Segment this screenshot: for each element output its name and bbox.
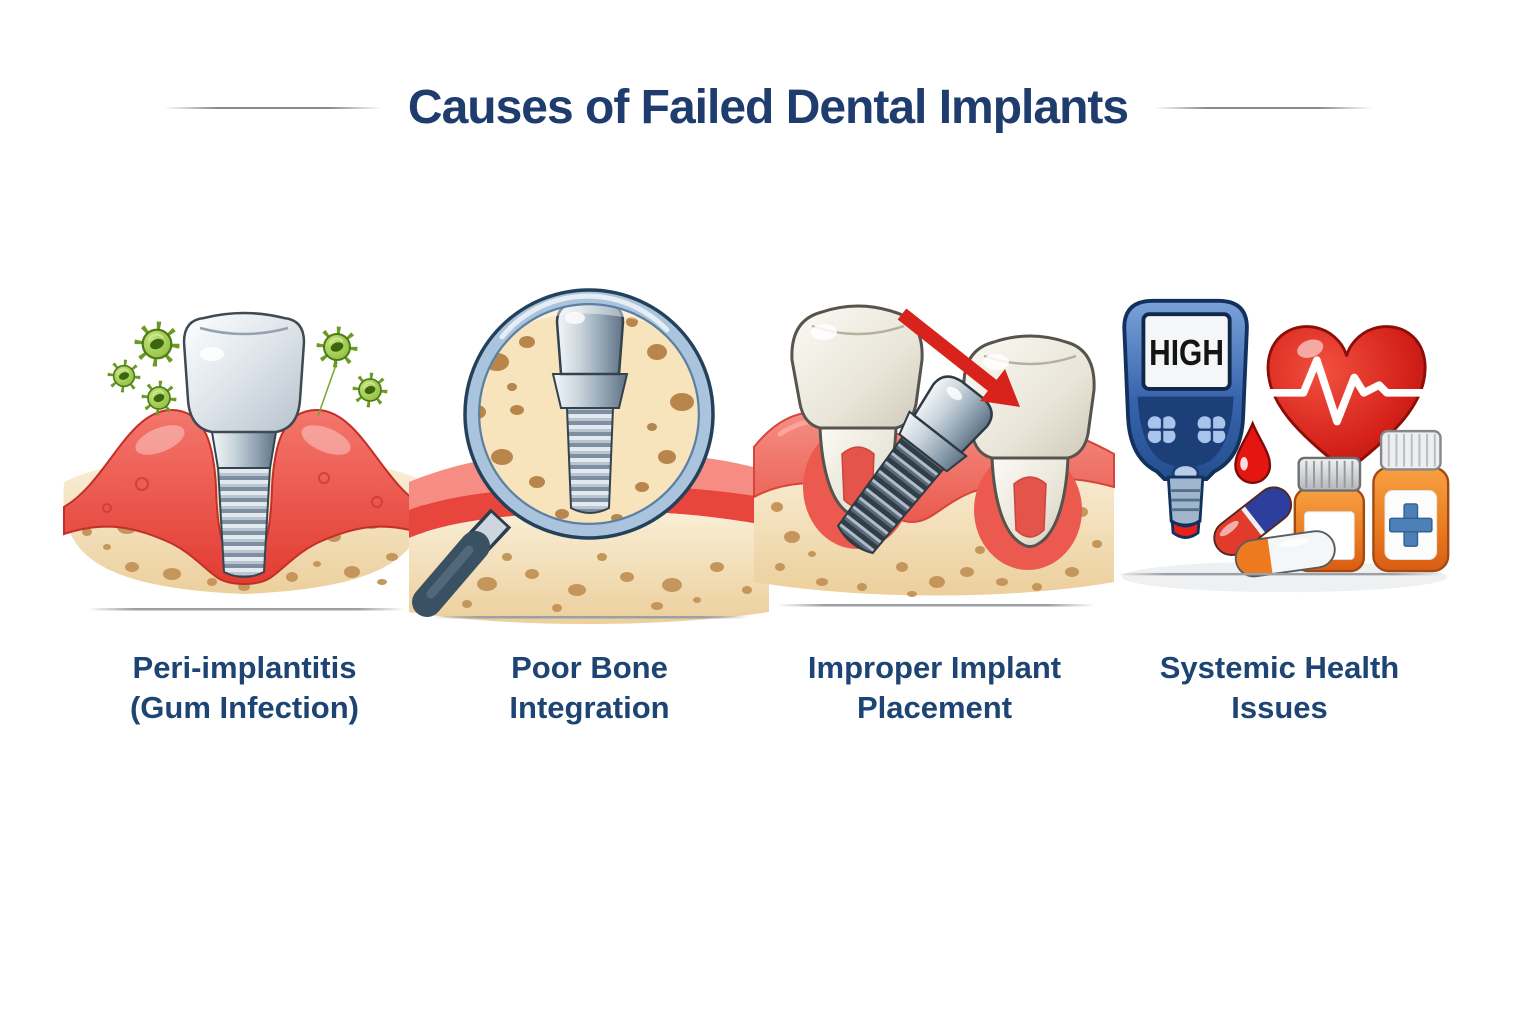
dental-implant [182, 311, 306, 578]
bacteria-icon [138, 325, 175, 362]
panel-improper-implant-placement: Improper Implant Placement [753, 282, 1115, 727]
implant-screw [216, 466, 272, 578]
bacteria-icon [110, 362, 137, 389]
meter-reading-text: HIGH [1149, 332, 1224, 373]
caption-line-1: Poor Bone [511, 650, 668, 685]
bacteria-icon [145, 384, 174, 413]
implant-collar [551, 373, 629, 409]
root-gap [1013, 476, 1047, 538]
ground-shadow-line [432, 616, 750, 619]
inflamed-gum [63, 408, 425, 585]
bacteria-icon [356, 376, 385, 405]
glucose-meter-icon: HIGH [1122, 298, 1249, 539]
implant-crown [182, 311, 306, 434]
ground-shadow-line [1116, 572, 1443, 576]
medical-cross-icon [1388, 503, 1433, 547]
bacteria-icon [320, 330, 354, 364]
implant-screw [565, 407, 615, 514]
meter-screen [1141, 312, 1232, 391]
page-header: Causes of Failed Dental Implants [0, 80, 1536, 135]
title-divider-right [1154, 106, 1373, 109]
implant-screw [836, 435, 946, 555]
bone-pores [771, 502, 1102, 597]
lens-view-implant [551, 300, 629, 514]
caption-line-1: Systemic Health [1159, 650, 1400, 685]
pill-bottle-cross [1372, 429, 1450, 573]
caption-line-2: (Gum Infection) [129, 689, 360, 725]
panel-caption: Systemic Health Issues [1160, 648, 1400, 727]
systemic-health-illustration: HIGH [1116, 298, 1450, 593]
cause-panels-row: Peri-implantitis (Gum Infection) [63, 282, 1452, 727]
caption-line-1: Improper Implant [807, 650, 1062, 685]
page-title: Causes of Failed Dental Implants [407, 81, 1129, 134]
panel-systemic-health-issues: HIGH [1107, 282, 1452, 727]
meter-buttons [1146, 413, 1227, 445]
caption-line-1: Peri-implantitis [132, 650, 357, 685]
ground-shadow-line [777, 604, 1095, 607]
magnifier-lens [463, 288, 715, 540]
lens-inner-rim [477, 302, 701, 526]
ground-shadow-line [87, 608, 405, 611]
capsule-orange-white-icon [1234, 530, 1336, 578]
lens-outer-rim [463, 288, 715, 540]
magnifier-handle [412, 508, 512, 617]
tilted-implant [836, 375, 993, 555]
alert-arrow-icon [897, 308, 1020, 407]
blood-drop-icon [1234, 420, 1272, 485]
ecg-line [1266, 356, 1428, 426]
bacteria-icons [110, 325, 385, 417]
ground-shadow [1121, 561, 1448, 593]
panel-caption: Peri-implantitis (Gum Infection) [130, 648, 359, 727]
panel-caption: Poor Bone Integration [509, 648, 669, 727]
capsule-red-blue-icon [1213, 486, 1293, 556]
tooth-right [962, 334, 1096, 548]
panel-caption: Improper Implant Placement [808, 648, 1061, 727]
caption-line-2: Placement [856, 689, 1013, 725]
peri-implantitis-illustration [63, 311, 426, 611]
improper-implant-placement-illustration [753, 304, 1115, 607]
gum-speckles [102, 472, 383, 513]
caption-line-2: Integration [509, 689, 670, 725]
poor-bone-integration-illustration [409, 288, 769, 624]
caption-line-2: Issues [1231, 689, 1328, 725]
title-divider-left [163, 106, 382, 109]
panel-peri-implantitis: Peri-implantitis (Gum Infection) [63, 282, 426, 727]
panel-poor-bone-integration: Poor Bone Integration [409, 282, 769, 727]
strip-blood-tip [1170, 518, 1201, 539]
implant-abutment [210, 431, 278, 469]
